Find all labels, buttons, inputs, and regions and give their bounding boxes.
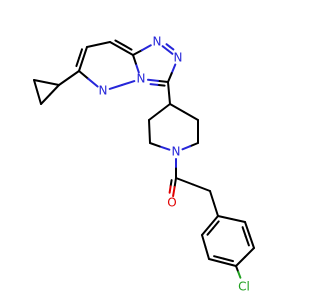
atom-label-n-bridge: N [137,72,146,86]
chemical-structure-diagram: N N N N N O Cl [33,35,255,294]
atom-label-cl: Cl [238,280,250,294]
single-bond-CPb-CPc [33,79,42,105]
double-bond-B5-B6 [241,221,255,249]
atom-label-n-piperidine: N [172,145,181,159]
single-bond-C8a-N1 [132,44,152,56]
single-bond-C6-CPa [58,70,80,86]
single-bond-CPa-CPb [33,79,60,86]
single-bond-N5-N4 [108,80,136,90]
single-bond-N4-C8a [132,54,140,74]
atom-label-o-carbonyl: O [167,196,176,210]
single-bond-CPc-CPa [40,84,60,105]
single-bond-CH2-B1 [209,190,219,217]
bond-layer [33,39,255,279]
double-bond-CO-O [168,177,177,198]
double-bond-B1-B2 [201,215,220,236]
single-bond-P6-P5 [148,119,151,144]
single-bond-P5-P4 [148,103,171,121]
double-bond-C7-C6 [75,46,88,72]
atom-label-layer: N N N N N O Cl [99,35,250,294]
single-bond-C6-N5 [78,70,99,88]
single-bond-Np-P6 [149,142,171,151]
double-bond-C8a-C8 [109,39,134,56]
single-bond-P2-Np [181,142,199,151]
single-bond-C3-P4 [167,81,171,105]
atom-label-n-triazole-top: N [153,35,162,49]
double-bond-N1-N2 [161,43,175,55]
single-bond-B6-B1 [217,215,246,223]
single-bond-B4-Cl [235,265,242,279]
single-bond-B4-B5 [235,247,255,267]
atom-label-n-triazole-right: N [174,51,183,65]
single-bond-B2-B3 [201,234,210,260]
double-bond-C3-N4 [147,78,169,87]
single-bond-N2-C3 [167,63,177,83]
single-bond-C8-C7 [86,41,111,48]
atom-label-n-pyridazine: N [99,84,108,98]
single-bond-CO-CH2 [175,177,211,192]
double-bond-B3-B4 [208,255,237,267]
single-bond-P4-P3 [169,103,199,121]
